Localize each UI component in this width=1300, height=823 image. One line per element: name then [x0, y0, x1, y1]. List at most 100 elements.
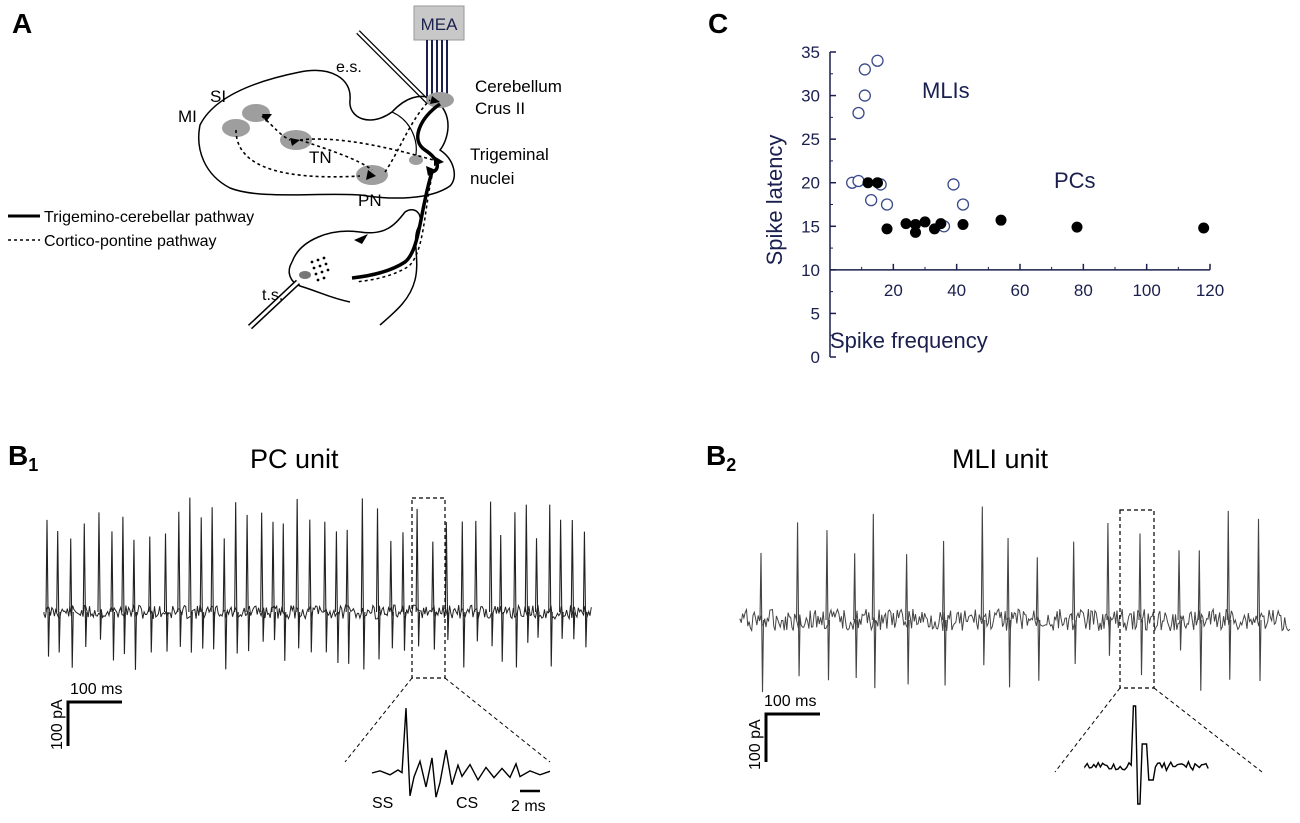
- crus-label: Crus II: [475, 99, 525, 118]
- spike: [759, 552, 765, 693]
- spike: [177, 511, 182, 647]
- nuclei-label: nuclei: [470, 169, 514, 188]
- pc-series-label: PCs: [1054, 168, 1096, 193]
- spike: [871, 513, 877, 689]
- spike: [1177, 550, 1183, 651]
- pc-zoom-scale: 2 ms: [511, 798, 546, 815]
- mli-series-label: MLIs: [922, 78, 970, 103]
- pc-point: [995, 214, 1007, 226]
- rat-whiskers: [310, 256, 330, 282]
- spike: [121, 516, 126, 655]
- pc-unit-title: PC unit: [250, 444, 339, 474]
- mli-scale-time: 100 ms: [764, 693, 816, 710]
- spike: [582, 531, 588, 648]
- spike: [199, 517, 205, 649]
- spike: [1072, 541, 1077, 664]
- spike: [271, 521, 277, 641]
- rat-body: [291, 208, 422, 326]
- pc-scale-bar: [66, 700, 122, 746]
- mea-label: MEA: [421, 15, 459, 34]
- y-tick-label: 20: [801, 174, 820, 193]
- spike: [148, 536, 153, 653]
- pathway-diagram: MEA e.s. SI MI TN PN Cerebellum Crus II …: [8, 5, 562, 330]
- spike: [1106, 522, 1111, 656]
- spike: [401, 532, 407, 651]
- spike: [82, 523, 88, 647]
- spike: [1006, 537, 1012, 688]
- spike: [474, 520, 479, 642]
- spike: [524, 504, 530, 643]
- mli-zoom-waveform: [1084, 705, 1209, 805]
- spike: [460, 521, 466, 668]
- x-tick-label: 60: [1011, 281, 1030, 300]
- rat-nose: [299, 271, 311, 279]
- y-tick-label: 10: [801, 261, 820, 280]
- pc-zoom-box: [411, 497, 446, 679]
- y-tick-label: 35: [801, 43, 820, 62]
- cortico-pontine-path: [235, 99, 441, 178]
- spike: [489, 501, 494, 647]
- spike: [1138, 533, 1144, 676]
- spike: [431, 541, 436, 650]
- x-tick-label: 40: [947, 281, 966, 300]
- mea-electrodes: [426, 40, 448, 99]
- spike: [375, 508, 381, 660]
- spike: [513, 512, 518, 668]
- spike: [132, 539, 138, 670]
- pc-point: [935, 218, 947, 230]
- y-axis-label: Spike latency: [762, 135, 787, 266]
- panel-b2-label: B2: [706, 440, 737, 475]
- spike: [415, 508, 421, 647]
- spike: [234, 502, 239, 654]
- x-tick-label: 80: [1074, 281, 1093, 300]
- mi-label: MI: [178, 107, 197, 126]
- spike: [570, 520, 576, 640]
- spike: [97, 512, 103, 640]
- spike: [360, 498, 366, 670]
- pc-point: [862, 177, 874, 189]
- mli-point: [852, 106, 865, 120]
- mli-point: [852, 174, 865, 188]
- spike: [110, 531, 115, 661]
- pc-point: [1071, 221, 1083, 233]
- y-tick-label: 5: [811, 304, 820, 323]
- trigeminal-area: [409, 155, 423, 165]
- complex-spike-label: CS: [456, 795, 478, 812]
- pc-scale-amp: 100 pA: [49, 699, 66, 750]
- tn-label: TN: [309, 148, 332, 167]
- spike: [56, 531, 61, 653]
- panel-c-label: C: [708, 8, 729, 39]
- mli-point: [956, 198, 970, 211]
- spike: [980, 506, 986, 666]
- x-tick-label: 100: [1132, 281, 1160, 300]
- mi-area: [222, 119, 250, 137]
- pc-point: [900, 218, 912, 230]
- spike: [334, 531, 340, 664]
- y-tick-label: 15: [801, 217, 820, 236]
- mli-scale-amp: 100 pA: [747, 719, 764, 770]
- pn-label: PN: [358, 191, 382, 210]
- spike: [499, 535, 504, 662]
- spike: [163, 533, 169, 652]
- mli-point: [865, 193, 878, 207]
- pc-point: [957, 219, 969, 231]
- spike: [260, 512, 265, 642]
- mli-unit-title: MLI unit: [952, 444, 1049, 474]
- mli-scale-bar: [764, 712, 820, 762]
- spike: [389, 540, 394, 649]
- spike: [942, 540, 947, 686]
- pc-scale-time: 100 ms: [70, 681, 122, 698]
- spike: [245, 514, 251, 652]
- spike: [905, 554, 910, 685]
- pathway-arrows: [262, 96, 444, 180]
- mli-unit-trace: 100 ms 100 pA: [739, 506, 1291, 805]
- pc-point: [910, 219, 921, 231]
- x-tick-label: 20: [884, 281, 903, 300]
- mli-point: [858, 89, 871, 102]
- spike: [534, 538, 540, 638]
- mli-point: [871, 54, 884, 67]
- spike: [188, 497, 193, 653]
- panel-a-label: A: [12, 8, 33, 39]
- baseline-noise: [739, 607, 1291, 633]
